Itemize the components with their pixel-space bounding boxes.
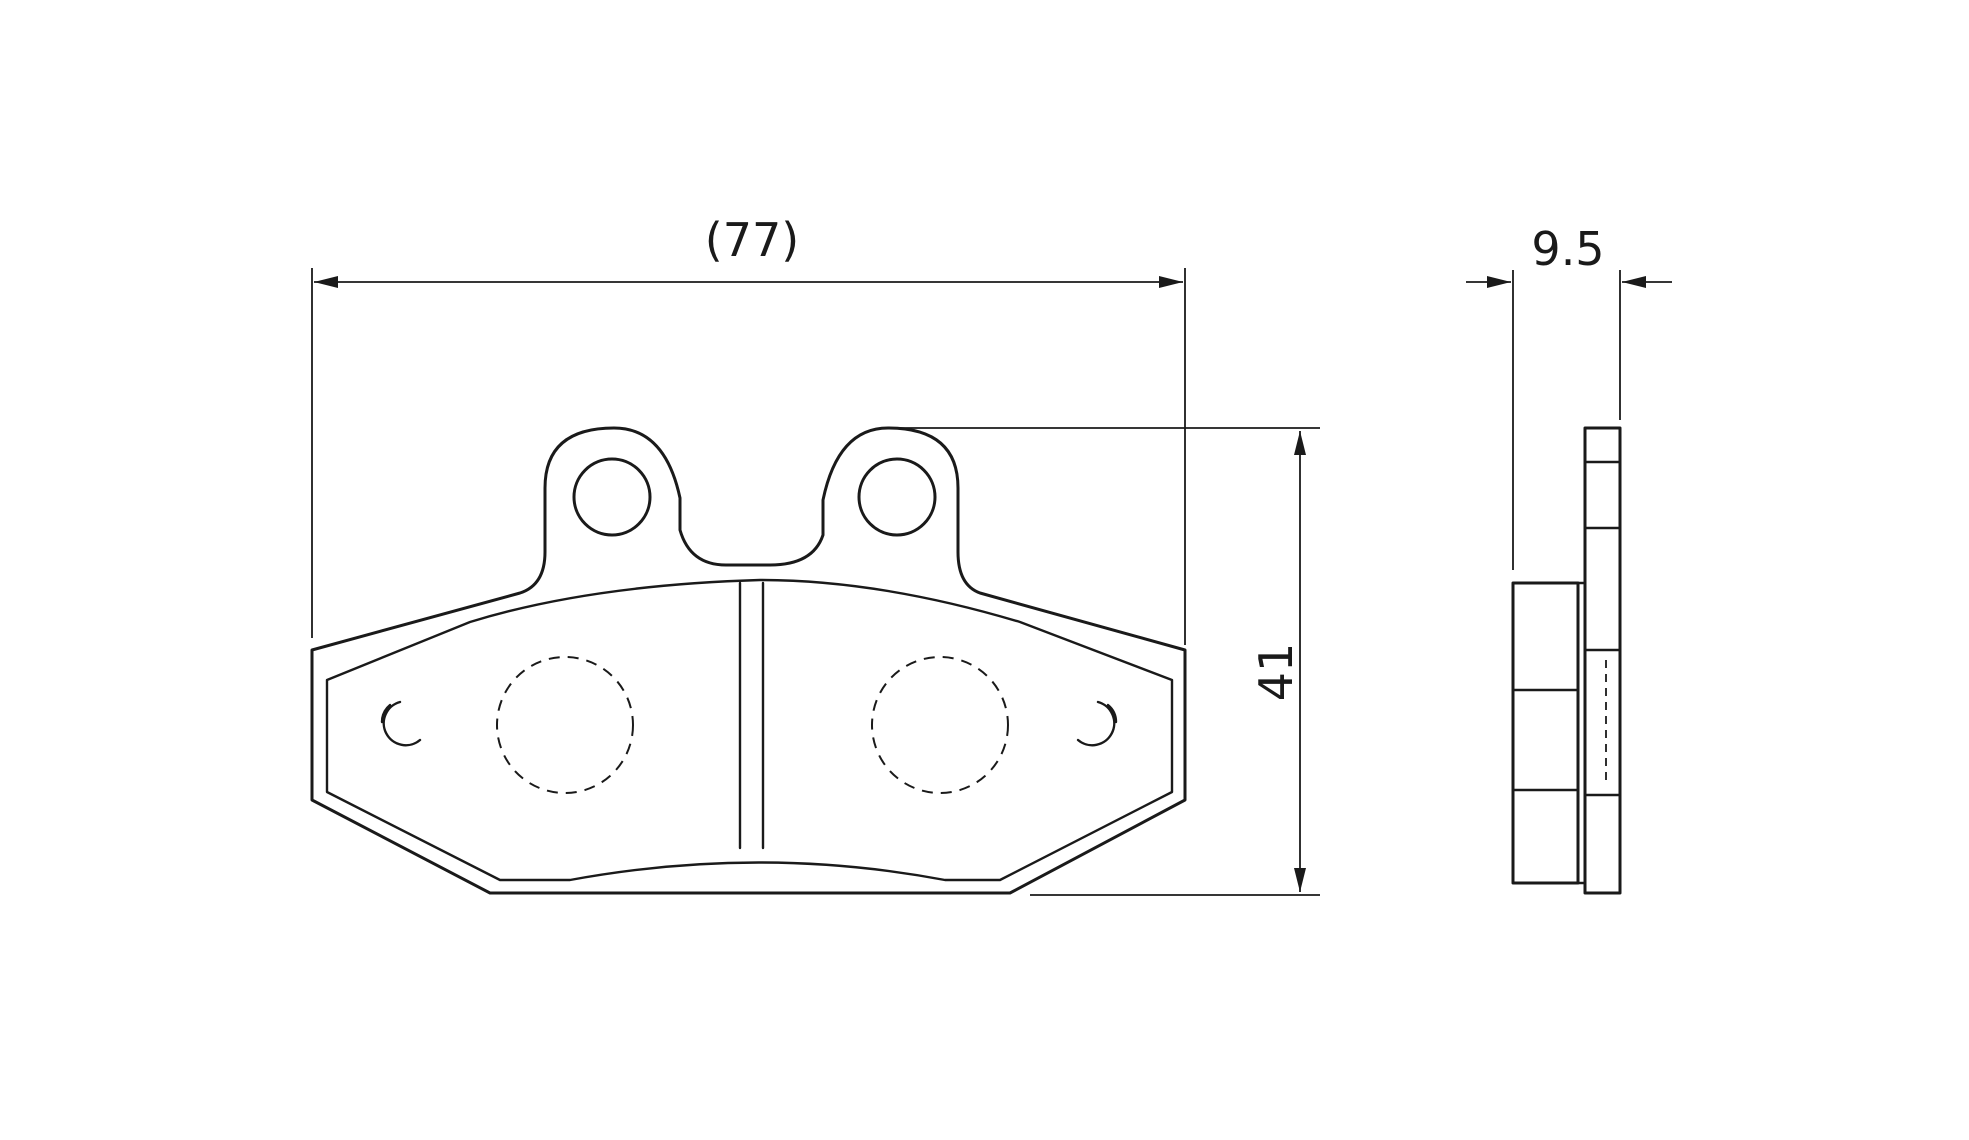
friction-pad-outline: [325, 578, 1174, 882]
width-arrow-right: [1159, 276, 1183, 288]
locator-mark-left: [380, 700, 422, 747]
width-dimension: (77): [311, 213, 1186, 645]
side-friction-material: [1511, 581, 1580, 885]
height-arrow-bottom: [1294, 868, 1306, 892]
center-slot: [738, 581, 765, 850]
mounting-hole-right: [857, 457, 937, 537]
height-dimension: 41: [890, 427, 1320, 896]
width-dimension-label: (77): [705, 213, 799, 267]
side-backing-plate: [1583, 426, 1622, 895]
thickness-dimension: 9.5: [1466, 222, 1672, 570]
side-view: [1511, 426, 1622, 895]
piston-outline-left: [496, 656, 634, 794]
front-view: [310, 426, 1187, 895]
thickness-dimension-label: 9.5: [1531, 222, 1604, 276]
backing-plate-outline: [310, 426, 1187, 895]
locator-mark-right: [1076, 700, 1118, 747]
piston-outline-right: [871, 656, 1009, 794]
mounting-hole-left: [572, 457, 652, 537]
thickness-arrow-right: [1622, 276, 1646, 288]
width-arrow-left: [314, 276, 338, 288]
height-arrow-top: [1294, 431, 1306, 455]
height-dimension-label: 41: [1249, 643, 1303, 702]
thickness-arrow-left: [1487, 276, 1511, 288]
